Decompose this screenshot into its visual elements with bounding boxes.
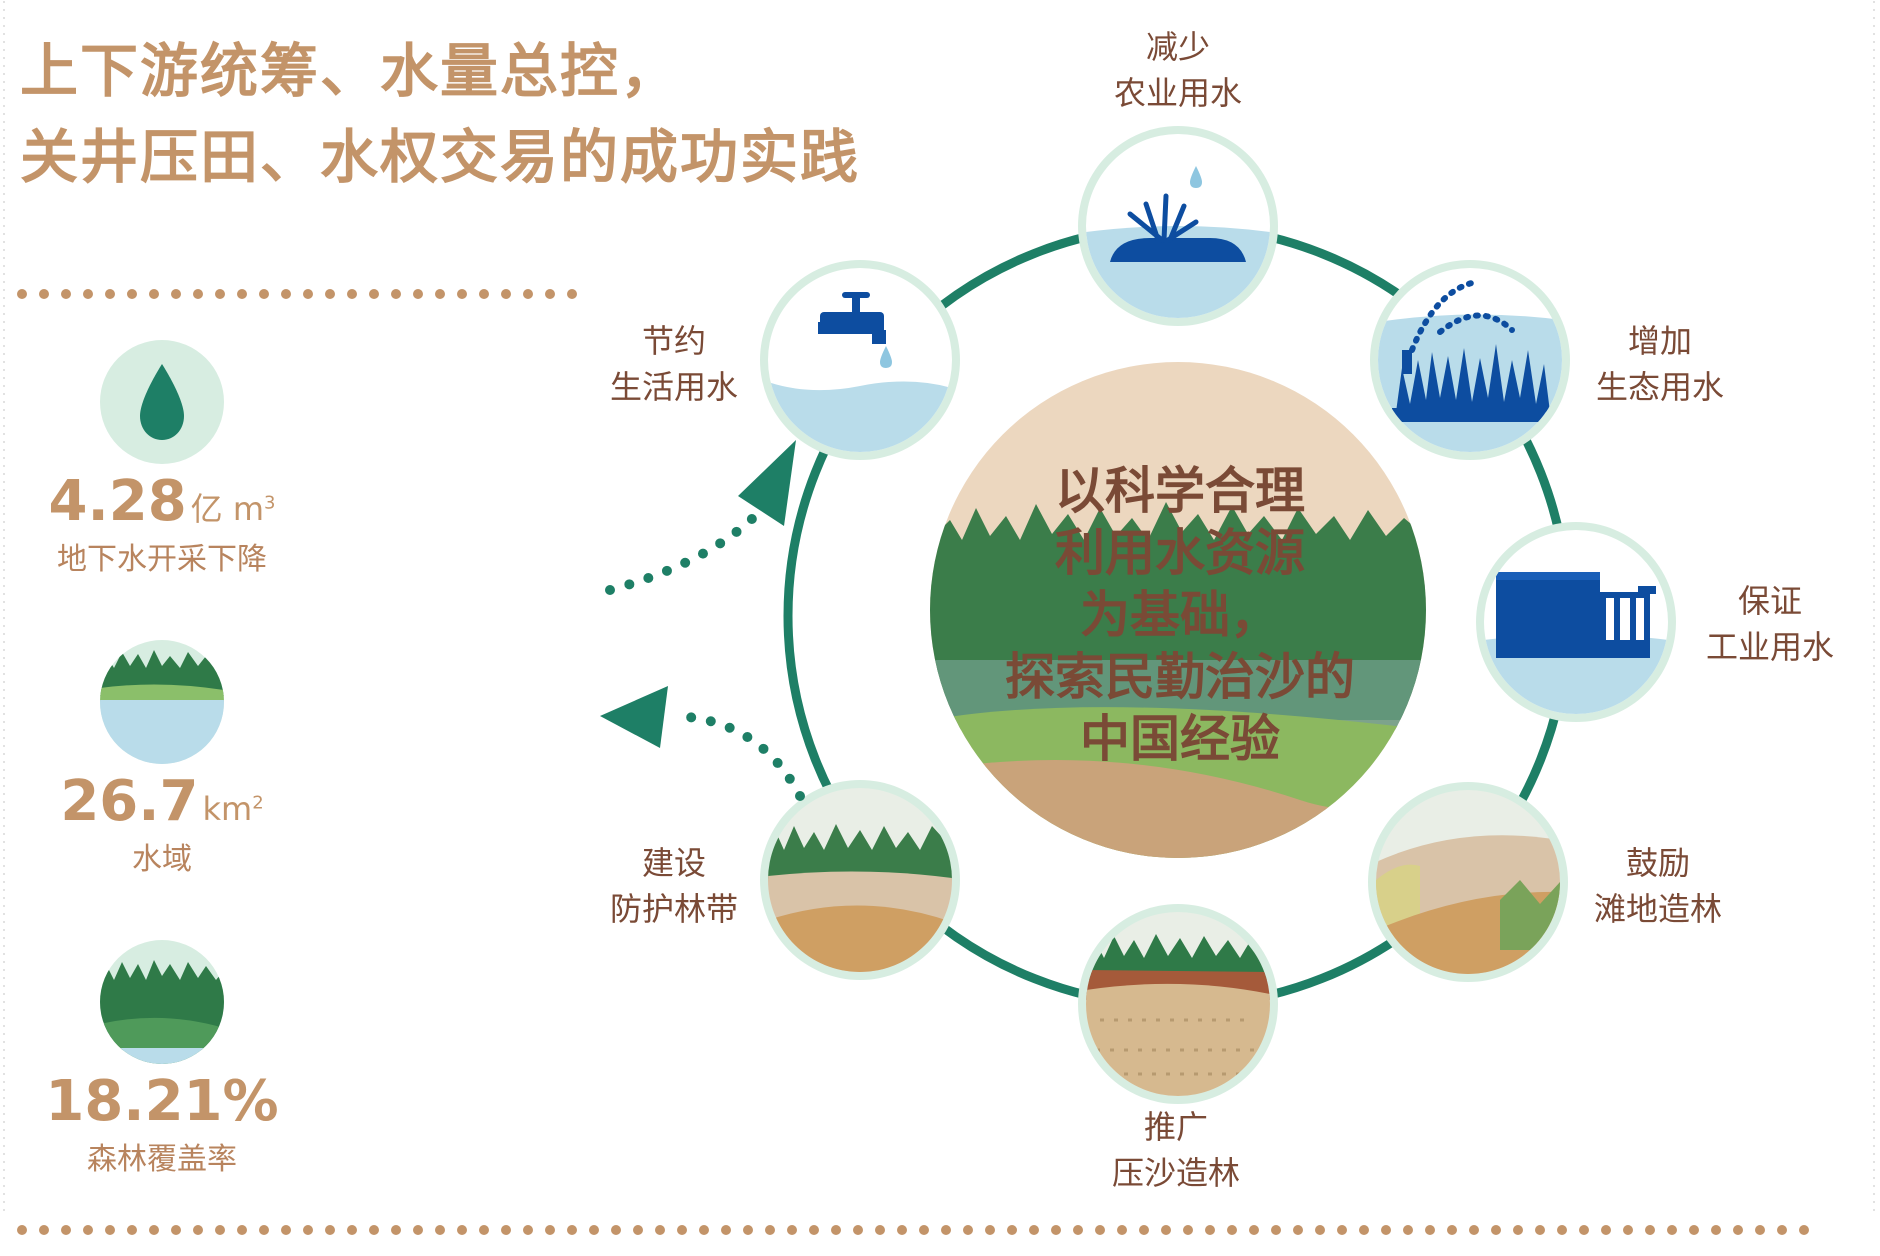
upward-dotted-arrow (605, 440, 796, 595)
water-drop-icon (100, 340, 224, 464)
stat-number: 18.21% (45, 1069, 279, 1134)
label-save-domestic-water: 节约生活用水 (609, 322, 738, 406)
center-line: 为基础， (1080, 586, 1280, 644)
faucet-icon (768, 268, 952, 452)
stat-label: 地下水开采下降 (57, 542, 267, 577)
stat-unit: 亿 m3 (190, 490, 276, 528)
grass-water-icon (1086, 134, 1270, 318)
label-promote-sand-forest: 推广压沙造林 (1111, 1108, 1240, 1192)
stat-label: 森林覆盖率 (87, 1142, 237, 1177)
factory-icon (1484, 530, 1668, 714)
sprinkler-icon (1378, 268, 1562, 452)
stat-unit: km2 (202, 790, 264, 828)
left-dotted-border (3, 1, 5, 1219)
top-left-dotted-divider (17, 289, 595, 299)
label-reduce-agri-water: 减少农业用水 (1113, 28, 1242, 112)
center-line: 中国经验 (1080, 710, 1280, 768)
stat-value: 18.21% (40, 1074, 284, 1130)
shelterbelt-icon (768, 788, 952, 972)
title-line-1: 上下游统筹、水量总控， (20, 37, 681, 105)
center-statement: 以科学合理 利用水资源 为基础， 探索民勤治沙的 中国经验 (960, 460, 1400, 770)
label-encourage-beach-forest: 鼓励滩地造林 (1593, 844, 1722, 928)
title-line-2: 关井压田、水权交易的成功实践 (20, 123, 861, 191)
center-line: 以科学合理 (1055, 462, 1305, 520)
center-line: 探索民勤治沙的 (1005, 648, 1355, 706)
stat-number: 4.28 (48, 469, 187, 534)
sand-fixing-icon (1086, 912, 1270, 1096)
stat-forest-cover: 18.21% 森林覆盖率 (40, 940, 284, 1178)
bottom-dotted-divider (17, 1225, 1831, 1235)
label-ensure-industrial-water: 保证工业用水 (1705, 582, 1834, 666)
label-increase-eco-water: 增加生态用水 (1595, 322, 1724, 406)
center-line: 利用水资源 (1055, 524, 1305, 582)
stat-label: 水域 (132, 842, 192, 877)
beach-forest-icon (1376, 790, 1560, 974)
right-dotted-border (1873, 1, 1875, 1219)
page-title: 上下游统筹、水量总控， 关井压田、水权交易的成功实践 (20, 28, 860, 200)
label-build-shelterbelt: 建设防护林带 (609, 844, 738, 928)
leftward-dotted-arrow (600, 686, 805, 801)
stat-number: 26.7 (60, 769, 199, 834)
